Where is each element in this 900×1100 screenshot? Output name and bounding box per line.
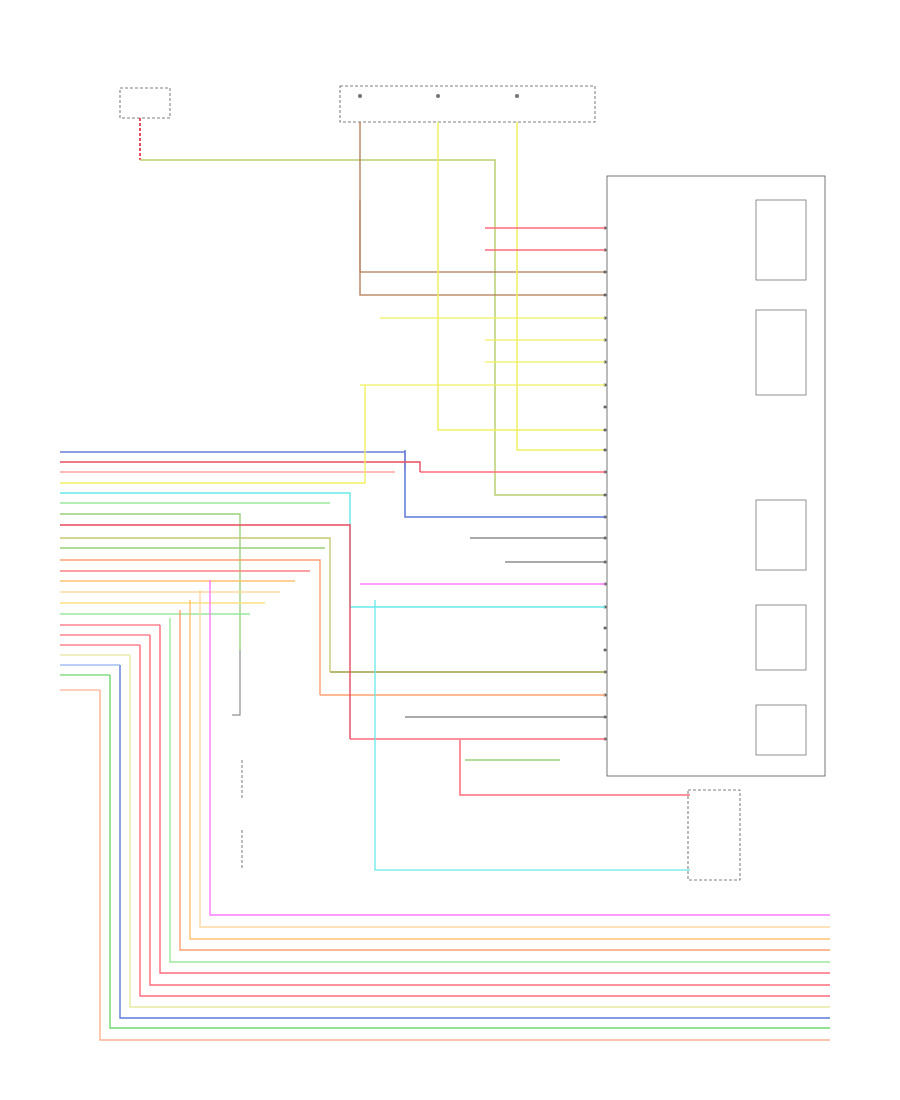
cyan-wire-lower	[374, 600, 690, 871]
ignition-yellow-wire	[437, 122, 605, 431]
bottom-harness	[99, 580, 830, 1041]
internal-switch-4	[755, 604, 807, 671]
internal-switch-5	[755, 704, 807, 756]
internal-switch-3	[755, 499, 807, 571]
internal-switch-1	[755, 199, 807, 281]
ignition-switch-box	[339, 85, 596, 123]
red-wire-lower	[459, 740, 690, 796]
door-ajar-gray	[232, 650, 241, 716]
internal-switch-2	[755, 309, 807, 396]
fuse-feed-wire	[140, 159, 605, 496]
left-harness-tail	[60, 624, 160, 691]
lower-switch-box	[687, 789, 741, 881]
left-harness	[60, 385, 421, 739]
module-pin-row	[603, 226, 607, 741]
control-module-frame	[606, 175, 826, 777]
ignition-brown-wire-2	[359, 200, 605, 296]
hot-at-all-times-fuse	[119, 87, 171, 160]
ignition-yellow-wire-2	[516, 122, 605, 451]
blue-wire	[404, 450, 605, 518]
